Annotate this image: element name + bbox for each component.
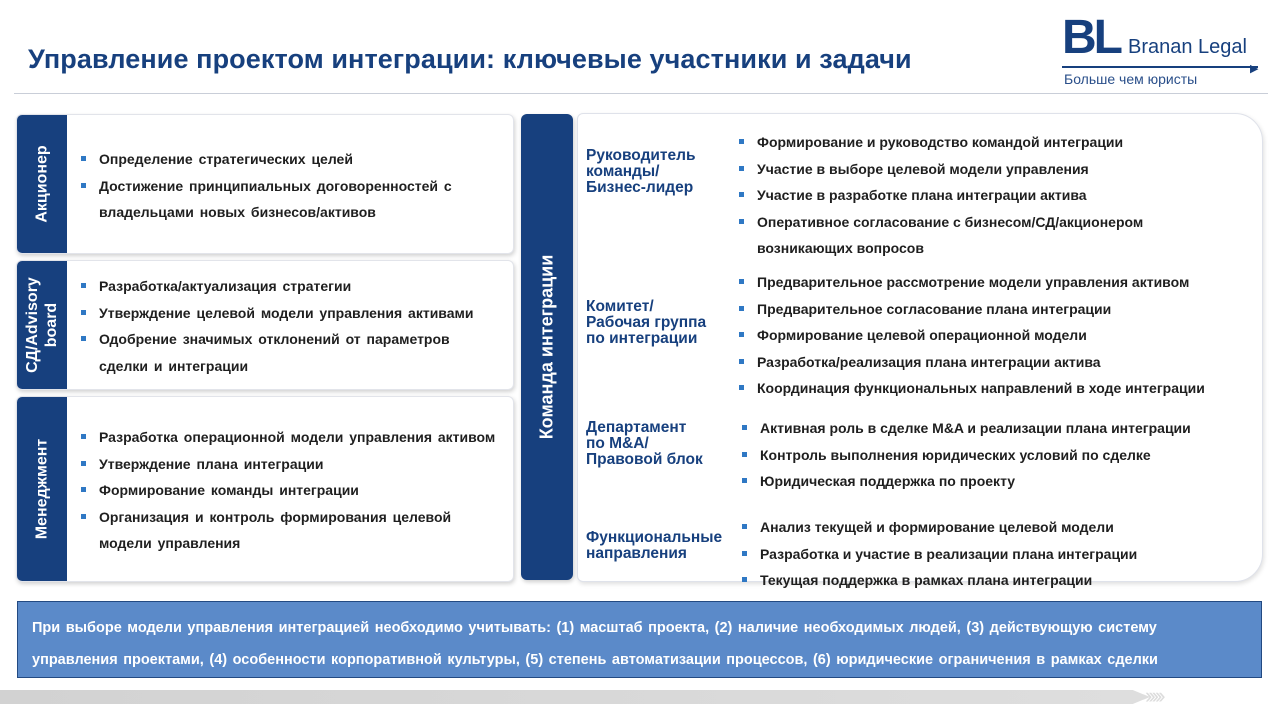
- functional-tasks: Анализ текущей и формирование целевой мо…: [740, 514, 1266, 594]
- company-logo: BL Branan Legal ▶ Больше чем юристы: [1062, 10, 1262, 90]
- list-item: Юридическая поддержка по проекту: [740, 468, 1266, 495]
- role-name-line: Бизнес-лидер: [586, 179, 694, 196]
- list-item: Утверждение целевой модели управления ак…: [79, 300, 505, 327]
- role-mna-department: Департамент по M&A/ Правовой блок: [586, 420, 731, 468]
- management-list: Разработка операционной модели управлени…: [79, 424, 505, 557]
- footer-note: При выборе модели управления интеграцией…: [32, 620, 1158, 668]
- management-label: Менеджмент: [33, 438, 51, 540]
- chevron-right-icon: ›››››: [1145, 683, 1166, 708]
- role-name-line: Функциональные: [586, 529, 723, 546]
- list-item: Координация функциональных направлений в…: [737, 375, 1266, 402]
- role-name-line: Комитет/: [586, 298, 654, 315]
- logo-name: Branan Legal: [1128, 36, 1247, 58]
- list-item: возникающих вопросов: [757, 240, 924, 256]
- role-functional: Функциональные направления: [586, 530, 731, 562]
- logo-tagline: Больше чем юристы: [1064, 71, 1198, 87]
- list-item: Разработка и участие в реализации плана …: [740, 541, 1266, 568]
- role-team-lead: Руководитель команды/ Бизнес-лидер: [586, 148, 731, 196]
- list-item: Формирование команды интеграции: [79, 477, 505, 504]
- list-item: Разработка операционной модели управлени…: [79, 424, 505, 451]
- list-item: Достижение принципиальных договоренносте…: [79, 173, 505, 200]
- management-card: Менеджмент Разработка операционной модел…: [16, 396, 514, 582]
- list-item: Участие в разработке плана интеграции ак…: [737, 182, 1266, 209]
- shareholder-card: Акционер Определение стратегических целе…: [16, 114, 514, 254]
- footer-bar: [0, 690, 1150, 704]
- mna-tasks: Активная роль в сделке M&A и реализации …: [740, 415, 1266, 495]
- team-lead-tasks: Формирование и руководство командой инте…: [737, 129, 1266, 262]
- list-item: владельцами новых бизнесов/активов: [99, 204, 376, 220]
- list-item: модели управления: [99, 535, 241, 551]
- shareholder-list: Определение стратегических целей Достиже…: [79, 146, 505, 226]
- list-item: Определение стратегических целей: [79, 146, 505, 173]
- shareholder-label: Акционер: [33, 145, 51, 223]
- list-item: Предварительное рассмотрение модели упра…: [737, 269, 1266, 296]
- team-side: Команда интеграции: [521, 114, 573, 580]
- board-label-line1: СД/Advisory: [24, 277, 41, 373]
- role-name-line: Рабочая группа: [586, 314, 707, 331]
- board-list: Разработка/актуализация стратегии Утверж…: [79, 273, 505, 379]
- role-name-line: Департамент: [586, 419, 687, 436]
- list-item: Разработка/актуализация стратегии: [79, 273, 505, 300]
- role-name-line: Руководитель: [586, 147, 696, 164]
- team-panel: [577, 113, 1263, 582]
- management-side: Менеджмент: [17, 397, 67, 581]
- role-name-line: по M&A/: [586, 435, 649, 452]
- list-item: Формирование целевой операционной модели: [737, 322, 1266, 349]
- logo-underline: [1062, 66, 1258, 68]
- page-title: Управление проектом интеграции: ключевые…: [28, 44, 912, 74]
- list-item: Текущая поддержка в рамках плана интегра…: [740, 567, 1266, 594]
- list-item: Анализ текущей и формирование целевой мо…: [740, 514, 1266, 541]
- list-item: сделки и интеграции: [99, 357, 249, 374]
- logo-arrow-icon: ▶: [1250, 63, 1259, 75]
- list-item: Одобрение значимых отклонений от парамет…: [79, 326, 505, 353]
- role-name-line: команды/: [586, 163, 660, 180]
- board-side: СД/Advisory board: [17, 261, 67, 389]
- list-item: Организация и контроль формирования целе…: [79, 504, 505, 531]
- board-label: СД/Advisory board: [23, 277, 61, 373]
- list-item: Участие в выборе целевой модели управлен…: [737, 156, 1266, 183]
- list-item: Оперативное согласование с бизнесом/СД/а…: [737, 209, 1266, 236]
- list-item: Предварительное согласование плана интег…: [737, 296, 1266, 323]
- role-name-line: по интеграции: [586, 330, 698, 347]
- header-divider: [14, 93, 1268, 94]
- list-item: Активная роль в сделке M&A и реализации …: [740, 415, 1266, 442]
- logo-mark: BL: [1062, 11, 1123, 64]
- list-item: Разработка/реализация плана интеграции а…: [737, 349, 1266, 376]
- footer-note-box: При выборе модели управления интеграцией…: [17, 601, 1262, 678]
- list-item: Формирование и руководство командой инте…: [737, 129, 1266, 156]
- list-item: Контроль выполнения юридических условий …: [740, 442, 1266, 469]
- committee-tasks: Предварительное рассмотрение модели упра…: [737, 269, 1266, 402]
- board-label-line2: board: [43, 302, 60, 348]
- board-card: СД/Advisory board Разработка/актуализаци…: [16, 260, 514, 390]
- role-name-line: направления: [586, 545, 687, 562]
- list-item: Утверждение плана интеграции: [79, 451, 505, 478]
- shareholder-side: Акционер: [17, 115, 67, 253]
- role-committee: Комитет/ Рабочая группа по интеграции: [586, 299, 731, 347]
- team-label: Команда интеграции: [536, 254, 557, 440]
- role-name-line: Правовой блок: [586, 451, 703, 468]
